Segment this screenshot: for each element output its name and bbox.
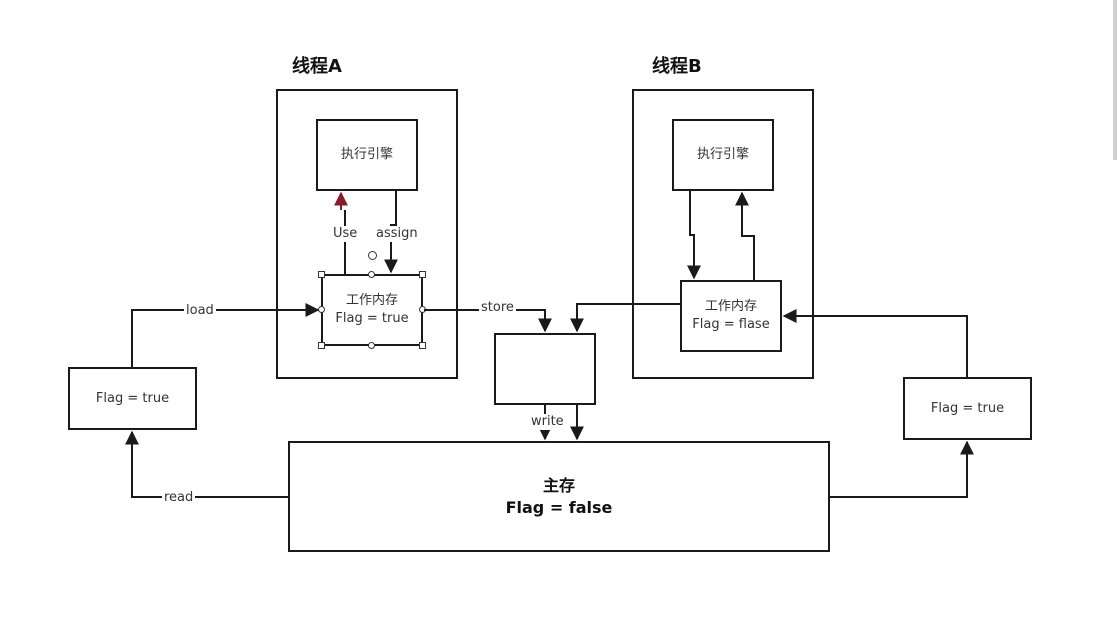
- left-flag-copy[interactable]: Flag = true: [68, 367, 197, 430]
- thread-a-memory-label: 工作内存 Flag = true: [335, 293, 409, 326]
- right-copy-to-thread-b-edge: [782, 309, 968, 377]
- transfer-buffer-box[interactable]: [494, 333, 596, 405]
- read-edge: [125, 430, 288, 498]
- write-label: write: [529, 414, 566, 430]
- store-label: store: [479, 300, 516, 316]
- resize-handle-top-left[interactable]: [318, 271, 325, 278]
- resize-handle-bottom-right[interactable]: [419, 342, 426, 349]
- resize-handle-top-right[interactable]: [419, 271, 426, 278]
- store-edge: [424, 309, 552, 333]
- thread-a-title: 线程A: [292, 56, 342, 77]
- resize-handle-bottom-left[interactable]: [318, 342, 325, 349]
- thread-b-memory-label: 工作内存 Flag = flase: [692, 299, 770, 332]
- load-label: load: [184, 303, 216, 319]
- connection-point-bottom[interactable]: [368, 342, 375, 349]
- thread-b-execution-engine[interactable]: 执行引擎: [672, 119, 774, 191]
- left-flag-copy-label: Flag = true: [95, 390, 170, 406]
- right-flag-copy-label: Flag = true: [930, 400, 1005, 416]
- load-edge: [131, 303, 320, 367]
- thread-b-working-memory[interactable]: 工作内存 Flag = flase: [680, 280, 782, 352]
- thread-a-engine-label: 执行引擎: [340, 147, 393, 162]
- thread-b-engine-label: 执行引擎: [696, 147, 749, 162]
- main-memory[interactable]: 主存 Flag = false: [288, 441, 830, 552]
- thread-a-execution-engine[interactable]: 执行引擎: [316, 119, 418, 191]
- thread-b-memory-to-engine-edge: [735, 191, 755, 280]
- use-label: Use: [331, 226, 360, 242]
- connection-point-top[interactable]: [368, 271, 375, 278]
- assign-edge: [384, 191, 398, 274]
- rotate-handle[interactable]: [368, 251, 377, 260]
- thread-a-working-memory[interactable]: 工作内存 Flag = true: [321, 274, 423, 346]
- read-label: read: [162, 490, 196, 506]
- main-to-right-copy-edge: [830, 440, 974, 498]
- thread-b-title: 线程B: [652, 56, 702, 77]
- thread-b-to-buffer-edge: [570, 303, 680, 333]
- main-memory-label: 主存 Flag = false: [505, 475, 613, 517]
- thread-b-engine-to-memory-edge: [687, 191, 701, 280]
- scrollbar-edge: [1113, 0, 1117, 160]
- right-flag-copy[interactable]: Flag = true: [903, 377, 1032, 440]
- assign-label: assign: [374, 226, 420, 242]
